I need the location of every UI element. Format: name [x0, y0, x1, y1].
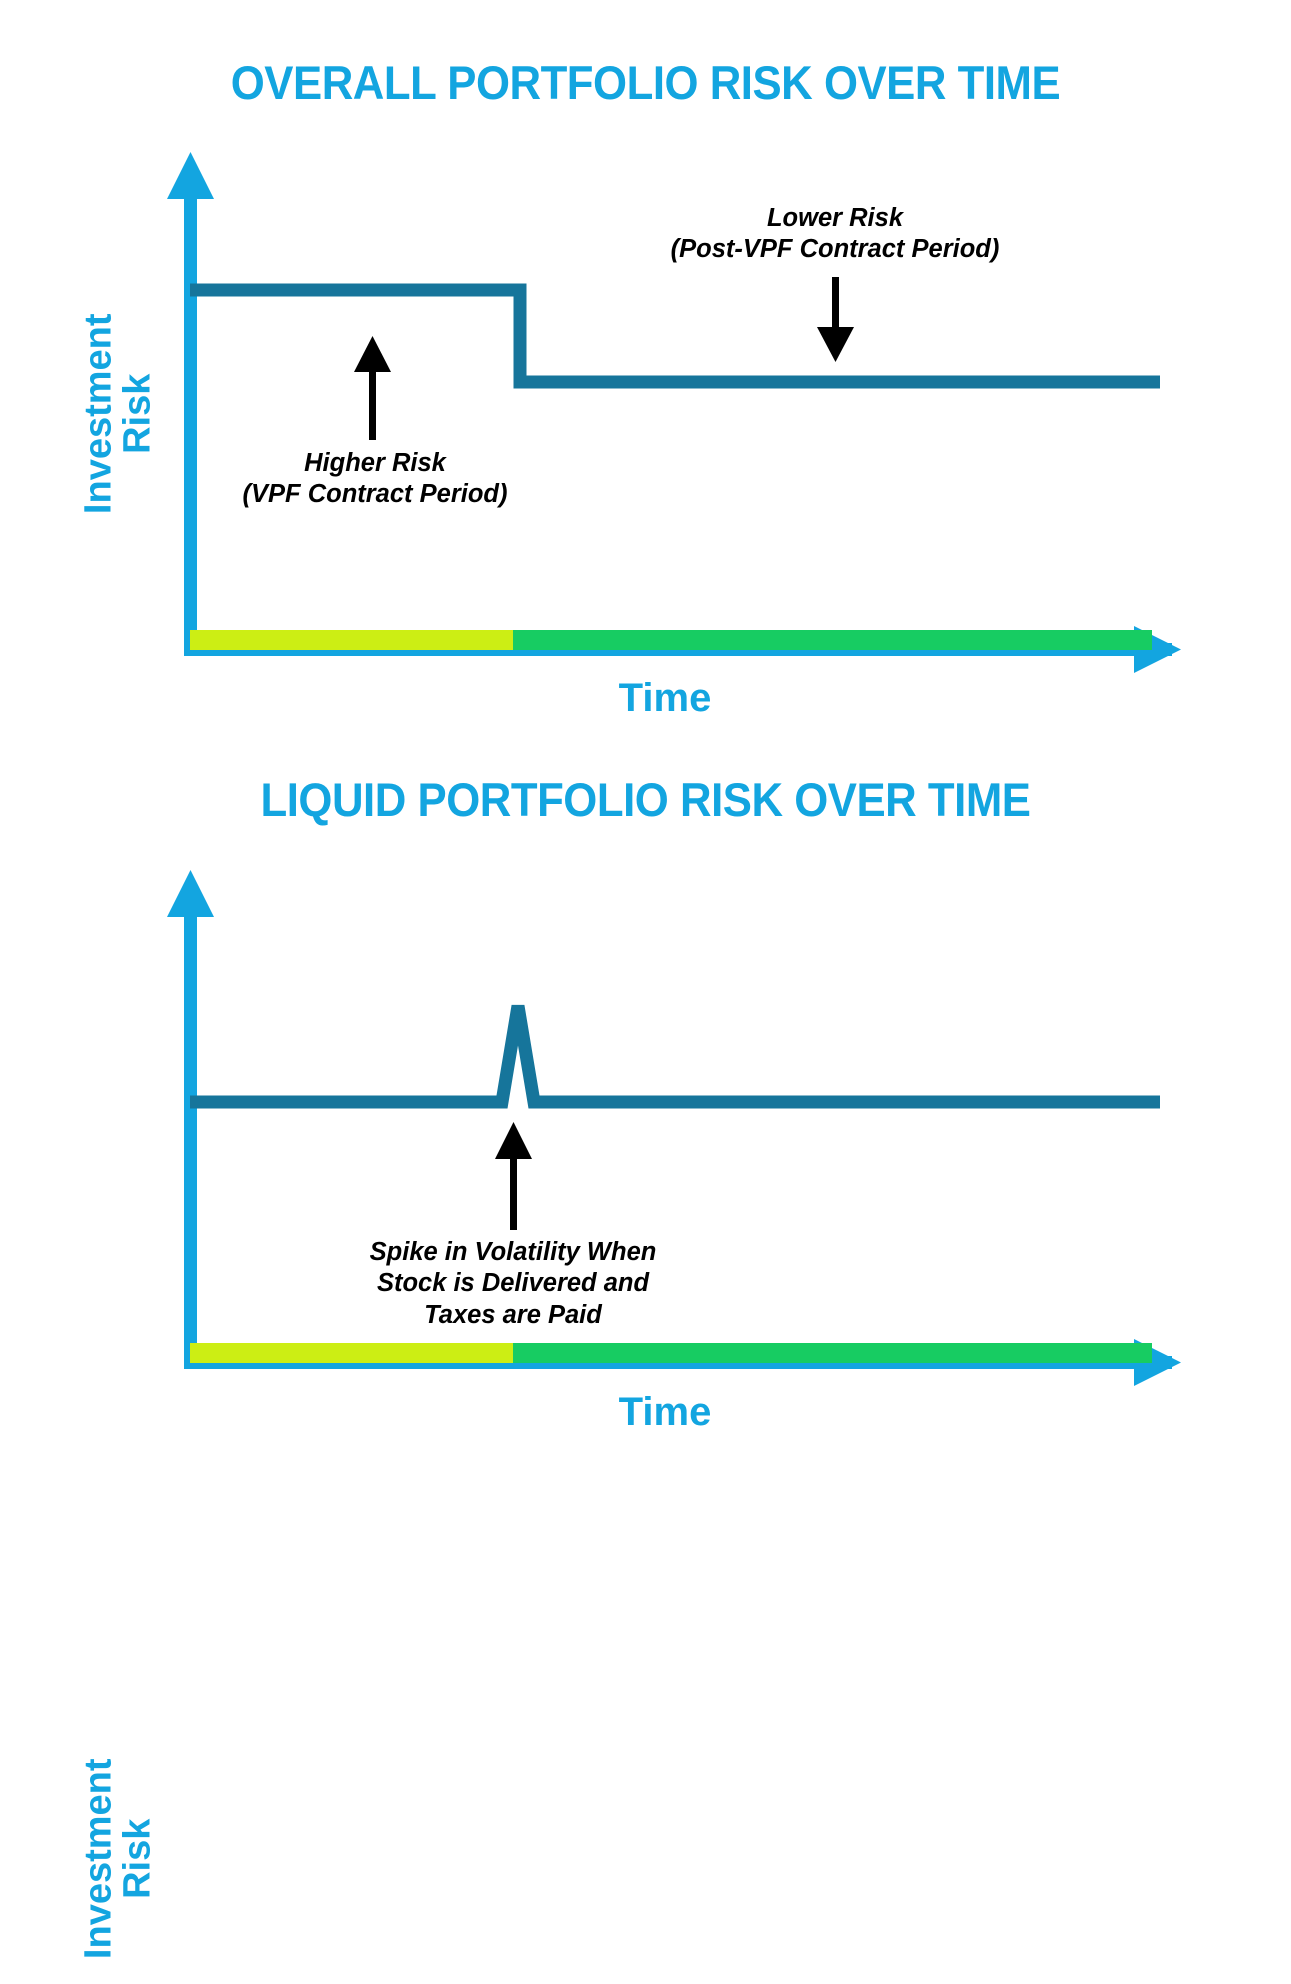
down-arrow-icon-lower-risk — [817, 277, 854, 362]
annotation-lower-risk-line2: (Post-VPF Contract Period) — [670, 235, 1000, 264]
x-axis-label-liquid: Time — [618, 1390, 712, 1434]
y-axis-label-line2: Risk — [116, 1818, 158, 1899]
y-axis-label-line2: Risk — [116, 373, 158, 454]
annotation-higher-risk: Higher Risk (VPF Contract Period) — [155, 448, 595, 511]
annotation-volatility-spike-line1: Spike in Volatility When — [369, 1238, 657, 1266]
y-axis-arrow — [167, 870, 214, 1368]
annotation-lower-risk: Lower Risk (Post-VPF Contract Period) — [615, 203, 1055, 266]
period-bar-post-vpf-contract — [513, 630, 1152, 650]
up-arrow-icon-higher-risk — [354, 336, 391, 440]
up-arrow-icon-volatility-spike — [495, 1122, 532, 1230]
period-bar-vpf-contract — [190, 1343, 513, 1363]
annotation-higher-risk-line2: (VPF Contract Period) — [242, 480, 508, 509]
y-axis-label-line1: Investment — [77, 1758, 120, 1960]
page-title-liquid: LIQUID PORTFOLIO RISK OVER TIME — [260, 773, 1031, 826]
chart-overall-portfolio-risk: OVERALL PORTFOLIO RISK OVER TIME — [0, 0, 1291, 740]
x-axis-label-overall: Time — [618, 676, 712, 720]
annotation-volatility-spike: Spike in Volatility When Stock is Delive… — [293, 1237, 733, 1331]
y-axis-label-line1: Investment — [77, 313, 120, 515]
annotation-lower-risk-line1: Lower Risk — [766, 204, 904, 232]
chart-liquid-portfolio-risk: LIQUID PORTFOLIO RISK OVER TIME — [0, 740, 1291, 1959]
annotation-higher-risk-line1: Higher Risk — [304, 449, 446, 477]
liquid-risk-plot — [167, 870, 1181, 1386]
risk-spike-line — [190, 1004, 1160, 1109]
annotation-volatility-spike-line2: Stock is Delivered and — [376, 1269, 650, 1298]
y-axis-label-liquid: Investment Risk — [77, 1734, 158, 1984]
annotation-volatility-spike-line3: Taxes are Paid — [424, 1300, 602, 1329]
y-axis-label-overall: Investment Risk — [77, 289, 158, 539]
period-bar-vpf-contract — [190, 630, 513, 650]
risk-step-line — [190, 283, 1160, 389]
page-title-overall: OVERALL PORTFOLIO RISK OVER TIME — [230, 56, 1061, 109]
y-axis-arrow — [167, 152, 214, 655]
overall-risk-plot — [167, 152, 1181, 673]
period-bar-post-vpf-contract — [513, 1343, 1152, 1363]
